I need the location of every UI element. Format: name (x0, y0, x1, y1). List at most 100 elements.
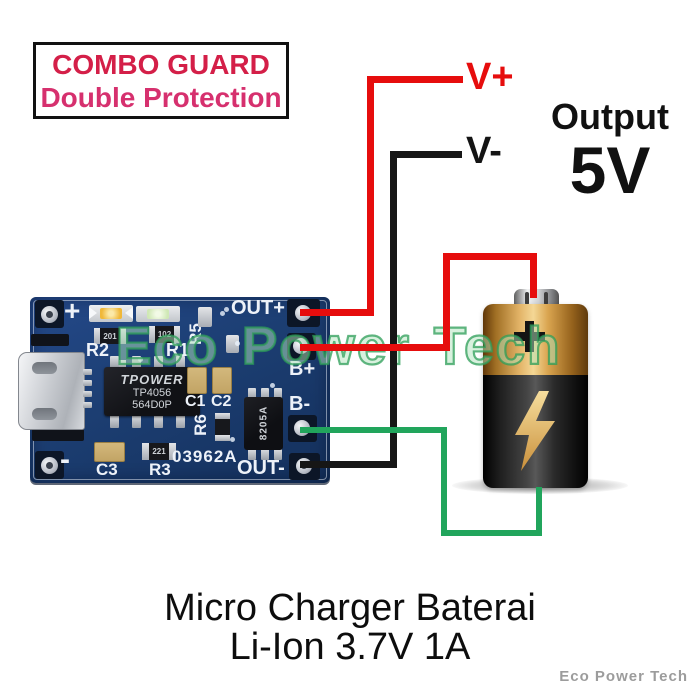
terminal-ridge (544, 292, 548, 305)
usb-shell-dimple (32, 362, 57, 374)
silk-r1: R1 (166, 340, 190, 360)
chip-batch: 564D0P (132, 399, 172, 411)
resistor-end (94, 328, 100, 344)
silk-c3: C3 (96, 460, 118, 479)
vminus-wire-segment (390, 151, 462, 158)
battery-positive-wire-segment (530, 253, 537, 298)
battery-terminal (514, 289, 559, 307)
usb-pin (83, 369, 92, 375)
usb-shell-dimple (32, 408, 57, 420)
vplus-wire-segment (367, 76, 374, 316)
product-caption: Micro Charger Baterai Li-Ion 3.7V 1A (0, 589, 700, 667)
resistor-r3-body: 221 (142, 443, 176, 460)
resistor-r1-body: 102 (149, 326, 180, 343)
silk-b-plus: B+ (289, 358, 316, 380)
chip-pin (261, 388, 269, 399)
resistor-end (174, 326, 180, 343)
led-chevron-icon (89, 307, 97, 319)
silk-minus: - (60, 443, 70, 476)
standby-led (136, 306, 180, 322)
chip-pin (110, 356, 119, 368)
silk-out-minus: OUT- (237, 457, 285, 479)
hole-center (46, 311, 53, 318)
via (220, 311, 225, 316)
resistor-end (120, 328, 126, 344)
capacitor-c2 (212, 367, 232, 394)
resistor-end (169, 443, 176, 460)
silk-out-plus: OUT+ (231, 297, 285, 319)
smd-capacitor (226, 335, 239, 353)
battery-negative-wire-segment (300, 427, 447, 433)
silk-b-minus: B- (289, 393, 311, 415)
v-minus-label: V- (466, 130, 502, 172)
vplus-wire-segment (300, 309, 374, 316)
resistor-end (149, 326, 155, 343)
caption-line-1: Micro Charger Baterai (164, 587, 536, 629)
battery-plus-icon (525, 321, 534, 352)
micro-usb-connector (18, 352, 92, 430)
usb-pin (83, 402, 92, 408)
led-green-face (147, 309, 169, 319)
silk-dot (224, 307, 229, 312)
output-title: Output (551, 96, 669, 137)
tp4056-chip: TPOWER TP4056 564D0P (104, 367, 200, 416)
chip-pin (110, 415, 119, 428)
vminus-wire-segment (390, 151, 397, 468)
chip-pin (248, 388, 256, 399)
chip-pin (176, 356, 185, 368)
caption-line-2: Li-Ion 3.7V 1A (229, 626, 471, 668)
lightning-bolt-icon (515, 391, 555, 471)
chip-pin (274, 449, 282, 460)
led-chevron-icon (125, 307, 133, 319)
via (230, 437, 235, 442)
chip-pin (176, 415, 185, 428)
mount-hole-top-left (35, 300, 64, 328)
silk-r3: R3 (149, 460, 171, 479)
battery-positive-wire-segment (443, 253, 450, 351)
hole-center (46, 462, 53, 469)
capacitor-c3 (94, 442, 125, 462)
chip-model: TP4056 (132, 387, 172, 399)
silk-c1: C1 (185, 393, 206, 410)
usb-solder-tab (32, 429, 84, 441)
charger-board: + - 201 102 R2 R1 R5 (18, 295, 330, 483)
battery-positive-wire-segment (443, 253, 537, 260)
terminal-ridge (525, 292, 529, 305)
silk-r6: R6 (191, 414, 210, 436)
smd-resistor (215, 413, 230, 441)
resistor-end (215, 435, 230, 441)
silk-c2: C2 (211, 393, 232, 410)
smd-capacitor (198, 307, 212, 327)
led-amber-glow (100, 308, 122, 319)
resistor-r2-body: 201 (94, 328, 126, 344)
resistor-end (142, 443, 149, 460)
combo-guard-box: COMBO GUARD Double Protection (33, 42, 289, 119)
battery-positive-wire-segment (300, 344, 450, 351)
battery (483, 304, 588, 488)
resistor-end (215, 413, 230, 419)
silk-part-number: 03962A (172, 447, 238, 466)
chip-pin (154, 415, 163, 428)
chip-pin (154, 356, 163, 368)
battery-negative-wire-segment (536, 487, 542, 536)
v-plus-label: V+ (466, 56, 514, 98)
vminus-wire-segment (300, 461, 396, 468)
usb-pin (83, 380, 92, 386)
battery-negative-wire-segment (441, 427, 447, 536)
corner-watermark: Eco Power Tech (559, 668, 688, 685)
resistor-r3-value: 221 (152, 447, 166, 456)
usb-solder-tab (31, 334, 69, 346)
chip-pin (132, 415, 141, 428)
vplus-wire-segment (367, 76, 463, 83)
silk-plus: + (64, 295, 81, 326)
silk-r2: R2 (86, 340, 110, 360)
chip-brand: TPOWER (120, 372, 184, 387)
protection-chip-8205a: 8205A (244, 397, 283, 450)
via (270, 383, 275, 388)
resistor-r2-value: 201 (103, 331, 117, 341)
chip-pin (274, 388, 282, 399)
mount-hole-bottom-left (35, 451, 64, 479)
via (138, 357, 143, 362)
resistor-r1-value: 102 (157, 330, 172, 339)
